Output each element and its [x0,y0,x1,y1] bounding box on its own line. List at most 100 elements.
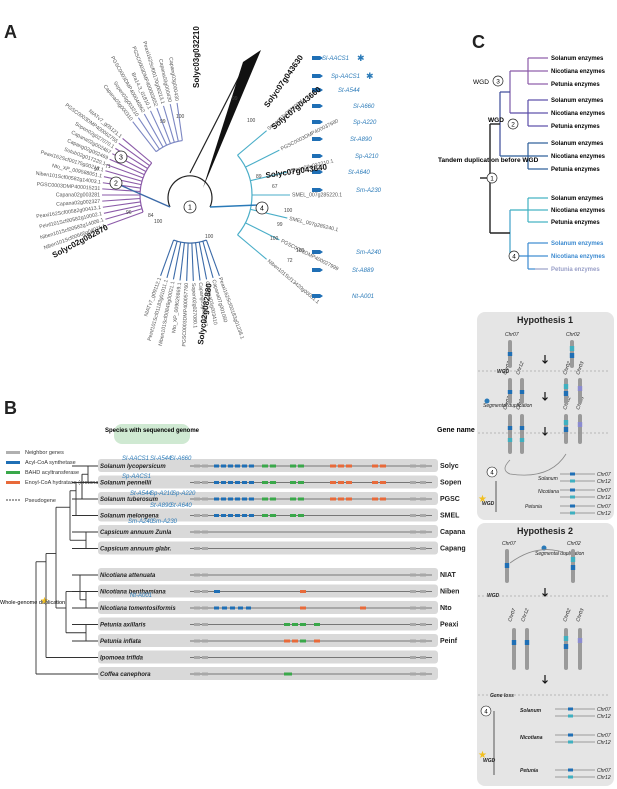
arrow-down-icon [542,392,548,401]
gene-arrow-icon [312,170,323,174]
svg-text:4: 4 [490,471,494,477]
star-icon: ★ [478,750,487,761]
tree-c-label: Petunia enzymes [551,220,600,226]
synteny-species-tree [35,465,98,675]
support-value: 71 [105,164,111,170]
svg-text:Chr03: Chr03 [575,608,585,623]
tree-c-label: Nicotiana enzymes [551,208,606,214]
gene-arrow-icon [312,294,323,298]
species-name: Solanum melongena [100,514,159,520]
panel-label-a: A [4,22,17,42]
support-value: 84 [148,213,154,219]
tree-c-label: Nicotiana enzymes [551,254,606,260]
label-sm-a230: Sm-A230 [356,188,382,194]
tree-c-label: Nicotiana enzymes [551,111,606,117]
tree-c-label: Solanum enzymes [551,141,604,147]
species-code: Peinf [440,638,458,645]
svg-text:St-A544: St-A544 [130,491,152,497]
label-st-a889: St-A889 [352,268,374,274]
gene-arrow-icon [312,137,323,141]
species-header: Species with sequenced genome [105,428,200,434]
panel-label-b: B [4,398,17,418]
tree-c-label: Solanum enzymes [551,98,604,104]
synteny-legend: Neighbor genes Acyl-CoA synthetase BAHD … [6,450,122,504]
svg-text:Nt-A001: Nt-A001 [130,593,152,599]
tree-c-label: Nicotiana enzymes [551,69,606,75]
support-value: 100 [270,236,279,242]
chromosome-icon [508,414,512,454]
support-value: 100 [247,118,256,124]
svg-text:St-A640: St-A640 [170,503,192,509]
arrow-down-icon [542,588,548,597]
species-code: Capana [440,529,465,536]
svg-text:Gene loss: Gene loss [490,693,514,699]
species-name: Nicotiana tomentosiformis [100,606,176,612]
svg-text:Sp-AACS1: Sp-AACS1 [122,474,151,480]
svg-text:Chr12: Chr12 [597,714,611,720]
tree-c-label: Solanum enzymes [551,196,604,202]
species-code: Niben [440,589,459,596]
gene-arrow-icon [312,188,323,192]
species-code: Nto [440,605,452,612]
support-value: 67 [272,184,278,190]
support-value: 100 [176,114,185,120]
svg-text:Chr07: Chr07 [502,541,516,547]
chromosome-icon [525,628,529,670]
gene-arrow-icon [312,104,323,108]
gene-arrow-icon [312,154,323,158]
synteny-row-bg [98,601,438,614]
svg-text:WGD: WGD [483,758,496,764]
panel-label-c: C [472,32,485,52]
svg-text:Chr07: Chr07 [597,504,611,510]
species-name: Solanum tuberosum [100,497,159,503]
svg-text:Chr12: Chr12 [597,495,611,501]
svg-text:Acyl-CoA synthetase: Acyl-CoA synthetase [25,460,76,466]
svg-text:WGD: WGD [487,593,500,599]
species-name: Ipomoea trifida [100,656,144,662]
species-code: PGSC [440,496,460,503]
synteny-row-bg [98,541,438,555]
label-sm-a240: Sm-A240 [356,250,382,256]
synteny-row-bg [98,650,438,664]
label-st-a544: St-A544 [338,88,360,94]
species-code: Capang [440,546,466,553]
svg-text:Chr07: Chr07 [597,488,611,494]
svg-text:Chr12: Chr12 [597,775,611,781]
synteny-row-bg [98,568,438,581]
svg-text:3: 3 [119,155,123,162]
arrow-down-icon [542,355,548,364]
svg-text:Chr12: Chr12 [515,361,525,376]
svg-text:Chr07: Chr07 [597,472,611,478]
label-sp-a210: Sp-A210 [355,154,379,160]
leaf-solyc03g032210: Solyc03g032210 [192,26,201,88]
chromosome-icon [520,414,524,454]
svg-text:3: 3 [496,79,500,86]
tree-c-label: Petunia enzymes [551,267,600,273]
svg-text:Nicotiana: Nicotiana [520,735,543,741]
species-name: Capsicum annuum glabr. [100,547,172,553]
hypothesis-1-title: Hypothesis 1 [517,315,573,325]
tree-c-node-2: 2 [507,118,519,130]
svg-text:2: 2 [114,181,118,188]
tree-a-leaf: PGSC0003DMP400057760 [181,283,189,347]
svg-text:4: 4 [512,254,516,261]
wgd-label-top: WGD [473,79,489,86]
star-icon: ✱ [357,53,365,63]
support-value: 72 [287,258,293,264]
svg-text:Chr12: Chr12 [520,608,530,623]
svg-text:St-A890: St-A890 [150,503,172,509]
tree-a-leaf: Capang03g002477 [197,282,208,327]
tree-a-node-4: 4 [255,201,269,215]
support-values: 1009971978410096991008967100991001007210… [94,96,305,264]
svg-text:Sl-A660: Sl-A660 [170,456,192,462]
species-name: Solanum lycopersicum [100,464,166,470]
svg-text:Chr12: Chr12 [597,511,611,517]
tree-c-label: Petunia enzymes [551,82,600,88]
svg-text:Solanum: Solanum [520,708,542,714]
tree-c-node-4: 4 [508,250,520,262]
gene-name-header: Gene name start letters [437,427,515,434]
collapsed-clade-wedge [203,50,261,188]
